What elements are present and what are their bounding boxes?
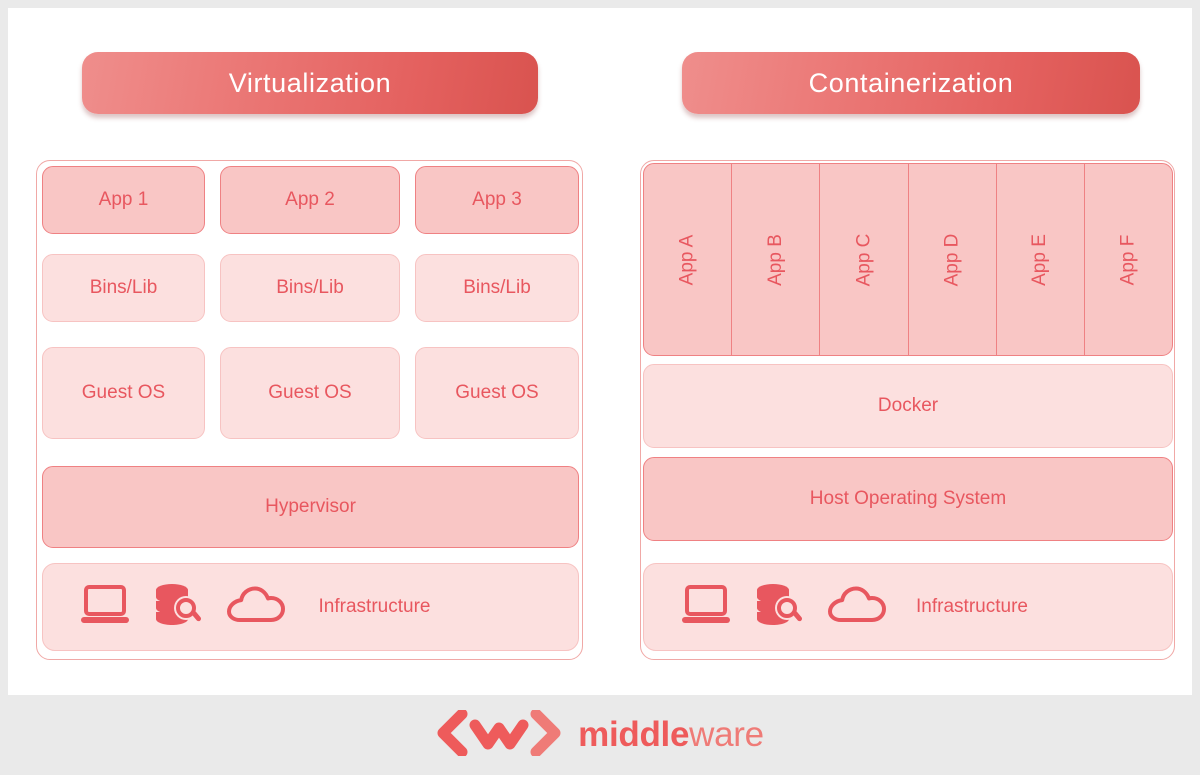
bins-lib-box-2[interactable]: Bins/Lib xyxy=(220,254,400,322)
header-title-containerization: Containerization xyxy=(808,67,1014,98)
app-box-1[interactable]: App 1 xyxy=(42,166,205,234)
database-search-icon xyxy=(153,582,203,633)
header-title-virtualization: Virtualization xyxy=(228,67,392,98)
hypervisor-box[interactable]: Hypervisor xyxy=(42,466,579,548)
guest-os-box-label: Guest OS xyxy=(455,382,539,403)
app-box-2[interactable]: App 2 xyxy=(220,166,400,234)
bins-lib-box-1[interactable]: Bins/Lib xyxy=(42,254,205,322)
app-column-label: App B xyxy=(764,233,786,286)
brand-wordmark-light: ware xyxy=(689,715,764,754)
infrastructure-box-virtualization[interactable]: Infrastructure xyxy=(42,563,579,651)
host-operating-system-label: Host Operating System xyxy=(809,488,1007,509)
bins-lib-box-label: Bins/Lib xyxy=(89,277,158,298)
app-column-c[interactable]: App C xyxy=(820,164,909,355)
app-column-label: App F xyxy=(1117,234,1139,285)
database-search-icon xyxy=(754,582,804,633)
header-pill-containerization: Containerization xyxy=(682,52,1140,114)
bins-lib-box-label: Bins/Lib xyxy=(463,277,531,298)
header-pill-virtualization: Virtualization xyxy=(82,52,538,114)
guest-os-box-3[interactable]: Guest OS xyxy=(415,347,579,439)
containerization-stack: App A App B App C App D App E App F Dock… xyxy=(640,160,1175,660)
bins-lib-box-3[interactable]: Bins/Lib xyxy=(415,254,579,322)
infrastructure-icon-group xyxy=(680,582,888,633)
brand-wordmark-bold: middle xyxy=(578,715,690,754)
host-operating-system-box[interactable]: Host Operating System xyxy=(643,457,1173,541)
infrastructure-box-containerization[interactable]: Infrastructure xyxy=(643,563,1173,651)
infrastructure-icon-group xyxy=(79,582,287,633)
chevron-wave-chevron-icon xyxy=(436,708,562,761)
app-column-label: App D xyxy=(941,233,963,286)
diagram-card: Virtualization Containerization App 1 Ap… xyxy=(8,8,1192,695)
app-box-3[interactable]: App 3 xyxy=(415,166,579,234)
layer-bins-lib-virtualization: Bins/Lib Bins/Lib Bins/Lib xyxy=(42,254,579,322)
docker-label: Docker xyxy=(877,395,939,416)
cloud-icon xyxy=(826,584,888,631)
guest-os-box-2[interactable]: Guest OS xyxy=(220,347,400,439)
laptop-icon xyxy=(680,583,732,632)
layer-apps-containerization: App A App B App C App D App E App F xyxy=(643,163,1173,356)
virtualization-stack: App 1 App 2 App 3 Bins/Lib Bins/Lib Bins… xyxy=(36,160,583,660)
app-column-b[interactable]: App B xyxy=(732,164,821,355)
app-column-d[interactable]: App D xyxy=(909,164,997,355)
app-column-label: App E xyxy=(1029,233,1051,286)
layer-guest-os-virtualization: Guest OS Guest OS Guest OS xyxy=(42,347,579,439)
bins-lib-box-label: Bins/Lib xyxy=(276,277,344,298)
app-box-label: App 2 xyxy=(285,189,335,210)
layer-apps-virtualization: App 1 App 2 App 3 xyxy=(42,166,579,234)
app-box-label: App 1 xyxy=(98,189,149,210)
app-column-label: App A xyxy=(676,234,698,285)
guest-os-box-label: Guest OS xyxy=(81,382,166,403)
app-box-label: App 3 xyxy=(472,189,522,210)
guest-os-box-label: Guest OS xyxy=(268,382,352,403)
guest-os-box-1[interactable]: Guest OS xyxy=(42,347,205,439)
hypervisor-label: Hypervisor xyxy=(265,496,356,517)
app-column-a[interactable]: App A xyxy=(644,164,733,355)
app-column-f[interactable]: App F xyxy=(1085,164,1172,355)
footer-branding: middleware xyxy=(0,695,1200,775)
laptop-icon xyxy=(79,583,131,632)
cloud-icon xyxy=(225,584,287,631)
app-column-label: App C xyxy=(852,233,874,286)
brand-wordmark: middleware xyxy=(578,715,764,755)
docker-box[interactable]: Docker xyxy=(643,364,1173,448)
app-column-e[interactable]: App E xyxy=(997,164,1085,355)
